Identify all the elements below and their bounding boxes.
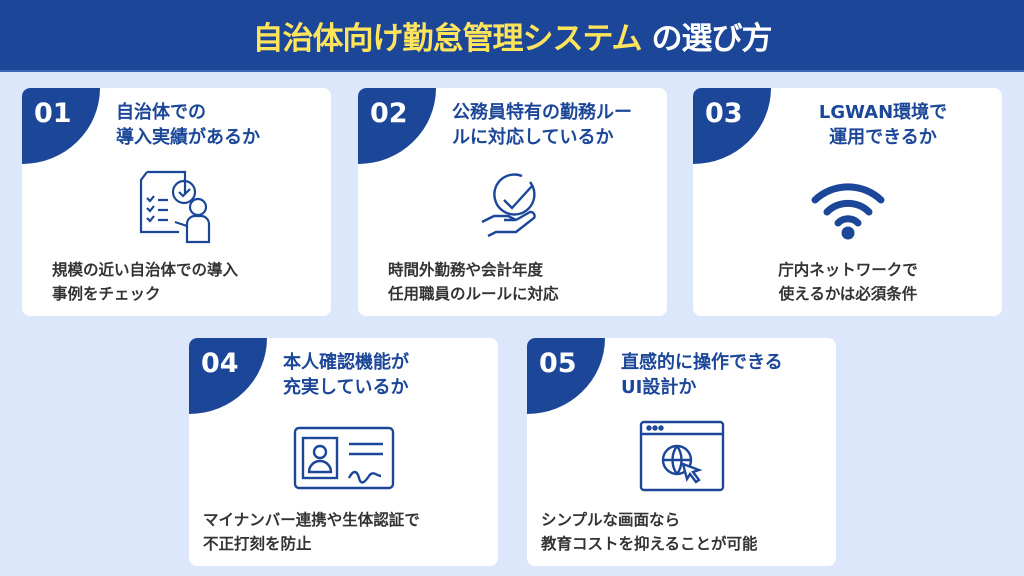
number-badge: 03 <box>693 88 771 164</box>
card-title: 本人確認機能が 充実しているか <box>283 352 409 398</box>
card-number: 05 <box>539 348 577 379</box>
title-highlight: 自治体向け勤怠管理システム <box>252 20 642 57</box>
card-03: 03 LGWAN環境で 運用できるか 庁内ネットワークで 使えるかは必須条件 <box>693 88 1002 316</box>
card-number: 02 <box>370 98 408 129</box>
wifi-icon <box>811 183 885 240</box>
title-rest: の選び方 <box>651 20 773 57</box>
card-description: マイナンバー連携や生体認証で 不正打刻を防止 <box>203 511 420 553</box>
browser-cursor-icon <box>639 420 725 492</box>
number-badge: 04 <box>189 338 267 414</box>
hand-check-icon <box>481 173 536 238</box>
card-number: 03 <box>705 98 743 129</box>
number-badge: 02 <box>358 88 436 164</box>
card-01: 01 自治体での 導入実績があるか 規模の近い自治体での導入 事例をチェック <box>22 88 331 316</box>
checklist-person-icon <box>139 170 211 244</box>
card-number: 01 <box>34 98 72 129</box>
card-description: 規模の近い自治体での導入 事例をチェック <box>52 261 239 303</box>
card-title: 自治体での 導入実績があるか <box>116 102 260 148</box>
card-title: LGWAN環境で 運用できるか <box>818 102 948 148</box>
card-description: シンプルな画面なら 教育コストを抑えることが可能 <box>541 511 758 553</box>
card-02: 02 公務員特有の勤務ルー ルに対応しているか 時間外勤務や会計年度 任用職員の… <box>358 88 667 316</box>
card-description: 時間外勤務や会計年度 任用職員のルールに対応 <box>388 261 559 303</box>
card-description: 庁内ネットワークで 使えるかは必須条件 <box>778 261 918 303</box>
card-title: 公務員特有の勤務ルー ルに対応しているか <box>452 102 632 148</box>
number-badge: 01 <box>22 88 100 164</box>
card-04: 04 本人確認機能が 充実しているか マイナンバー連携や生体認証で 不正打刻を防… <box>189 338 498 566</box>
number-badge: 05 <box>527 338 605 414</box>
card-title: 直感的に操作できる UI設計か <box>621 352 783 398</box>
card-number: 04 <box>201 348 239 379</box>
id-card-icon <box>293 426 395 490</box>
card-05: 05 直感的に操作できる UI設計か シンプルな画面なら 教育コストを抑えること… <box>527 338 836 566</box>
page-header: 自治体向け勤怠管理システム の選び方 <box>0 0 1024 72</box>
